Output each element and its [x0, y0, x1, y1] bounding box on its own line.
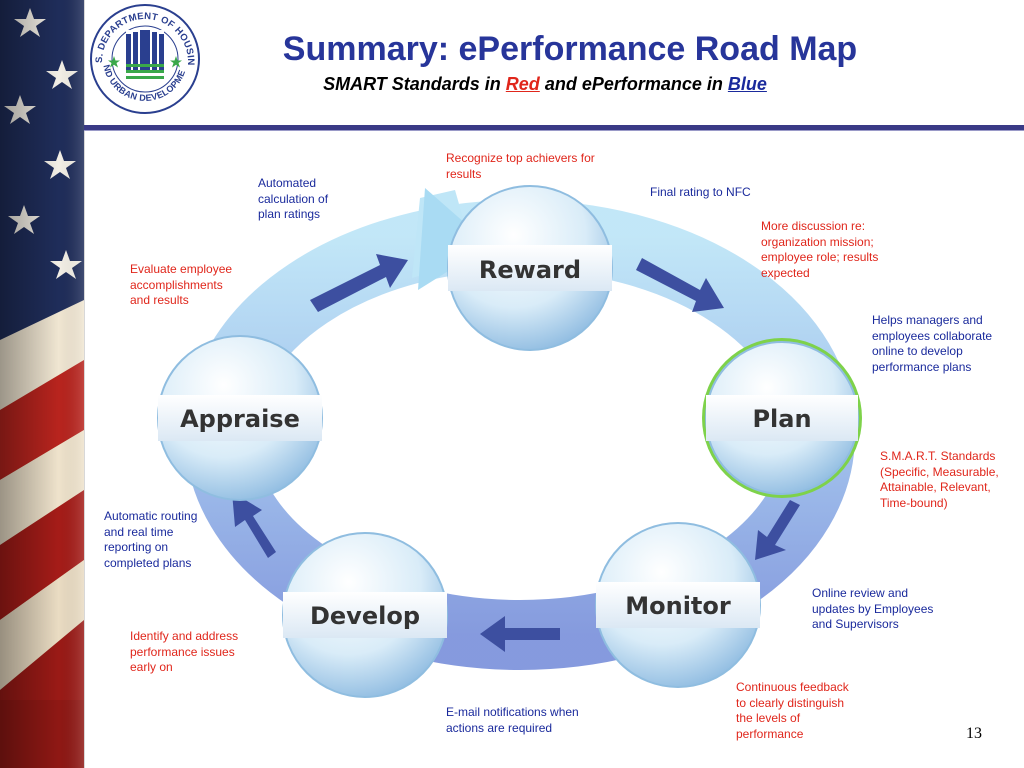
- note-monitor-smart: Continuous feedback to clearly distingui…: [736, 680, 849, 741]
- node-appraise: Appraise: [157, 335, 323, 501]
- arrow-monitor-to-develop: [480, 616, 560, 652]
- header-rule-thin: [84, 130, 1024, 131]
- note-reward-eperf-right: Final rating to NFC: [650, 185, 751, 199]
- slide-number: 13: [966, 725, 982, 742]
- note-reward-smart: Recognize top achievers for results: [446, 151, 595, 181]
- arrow-reward-to-plan: [636, 258, 724, 312]
- note-reward-eperf-left: Automated calculation of plan ratings: [258, 176, 329, 221]
- note-develop-eperf: E-mail notifications when actions are re…: [446, 705, 579, 735]
- label-develop: Develop: [310, 602, 420, 630]
- flag-divider: [84, 0, 85, 768]
- node-monitor: Monitor: [595, 522, 761, 688]
- note-monitor-eperf: Online review and updates by Employees a…: [812, 586, 934, 631]
- node-develop: Develop: [282, 532, 448, 698]
- subtitle-red-word: Red: [505, 74, 540, 94]
- arrow-plan-to-monitor: [755, 500, 800, 560]
- label-monitor: Monitor: [625, 592, 731, 620]
- seal-house-mark: [126, 30, 164, 79]
- subtitle-mid: and ePerformance in: [539, 74, 728, 94]
- note-plan-smart-top: More discussion re: organization mission…: [761, 219, 879, 280]
- header-rule: [84, 125, 1024, 130]
- note-plan-smart-bottom: S.M.A.R.T. Standards (Specific, Measurab…: [880, 449, 999, 510]
- node-plan: Plan: [702, 338, 862, 498]
- note-appraise-eperf: Automatic routing and real time reportin…: [104, 509, 198, 570]
- label-reward: Reward: [479, 256, 581, 284]
- slide-title: Summary: ePerformance Road Map: [282, 30, 858, 68]
- eperformance-cycle-diagram: Reward Plan Monitor Develop Appraise: [157, 185, 862, 698]
- note-develop-smart: Identify and address performance issues …: [130, 629, 239, 674]
- label-plan: Plan: [752, 405, 811, 433]
- subtitle-prefix: SMART Standards in: [323, 74, 506, 94]
- american-flag-strip: [0, 0, 84, 768]
- note-appraise-smart: Evaluate employee accomplishments and re…: [130, 262, 233, 307]
- note-plan-eperf: Helps managers and employees collaborate…: [872, 313, 993, 374]
- subtitle-blue-word: Blue: [727, 74, 767, 94]
- seal-star-right: [170, 56, 182, 68]
- label-appraise: Appraise: [180, 405, 300, 433]
- arrow-develop-to-appraise: [232, 492, 276, 558]
- arrow-appraise-to-reward: [310, 254, 408, 312]
- hud-seal-logo: U.S. DEPARTMENT OF HOUSING AND URBAN DEV…: [88, 2, 200, 114]
- cycle-arrows: [232, 254, 800, 652]
- slide-subtitle: SMART Standards in Red and ePerformance …: [200, 74, 890, 95]
- seal-star-left: [108, 56, 120, 68]
- node-reward: Reward: [447, 185, 613, 351]
